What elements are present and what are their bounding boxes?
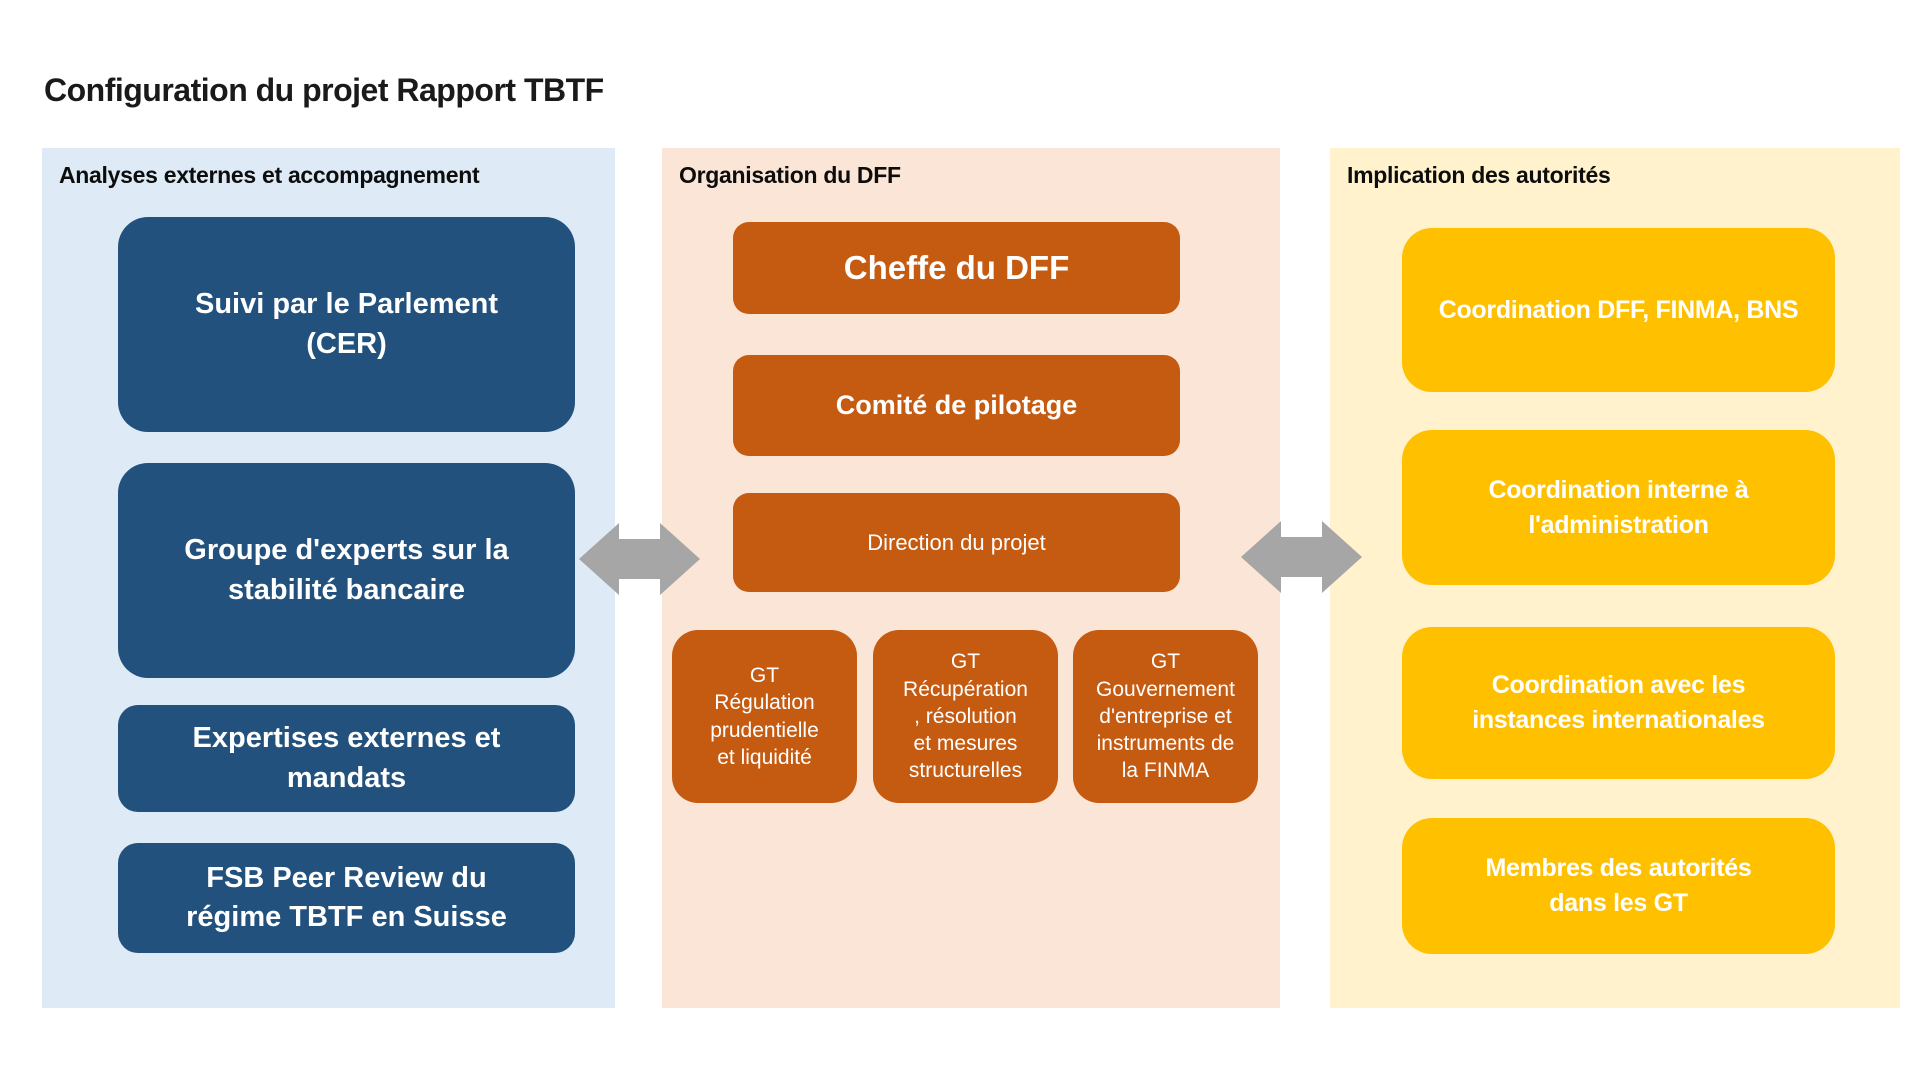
slide-title: Configuration du projet Rapport TBTF [44,72,604,108]
double-arrow-right-icon [1241,521,1362,593]
panel-organisation-header: Organisation du DFF [679,162,901,188]
panel-implication-autorites: Implication des autorités Coordination D… [1330,148,1900,1008]
panel-analyses-externes: Analyses externes et accompagnement Suiv… [42,148,615,1008]
box-coordination-dff-finma-bns: Coordination DFF, FINMA, BNS [1402,228,1835,392]
box-gt-recuperation-resolution: GT Récupération , résolution et mesures … [873,630,1058,803]
double-arrow-left-icon [579,523,700,595]
box-suivi-parlement: Suivi par le Parlement (CER) [118,217,575,432]
box-gt-gouvernement-finma: GT Gouvernement d'entreprise et instrume… [1073,630,1258,803]
box-gt-regulation-prudentielle: GT Régulation prudentielle et liquidité [672,630,857,803]
panel-organisation-dff: Organisation du DFF Cheffe du DFF Comité… [662,148,1280,1008]
box-coordination-interne: Coordination interne à l'administration [1402,430,1835,585]
panel-analyses-header: Analyses externes et accompagnement [59,162,480,188]
box-expertises-externes: Expertises externes et mandats [118,705,575,812]
box-comite-pilotage: Comité de pilotage [733,355,1180,456]
box-membres-autorites-gt: Membres des autorités dans les GT [1402,818,1835,954]
panel-implication-header: Implication des autorités [1347,162,1611,188]
box-cheffe-dff: Cheffe du DFF [733,222,1180,314]
box-fsb-peer-review: FSB Peer Review du régime TBTF en Suisse [118,843,575,953]
box-groupe-experts: Groupe d'experts sur la stabilité bancai… [118,463,575,678]
box-direction-projet: Direction du projet [733,493,1180,592]
box-coordination-internationale: Coordination avec les instances internat… [1402,627,1835,779]
